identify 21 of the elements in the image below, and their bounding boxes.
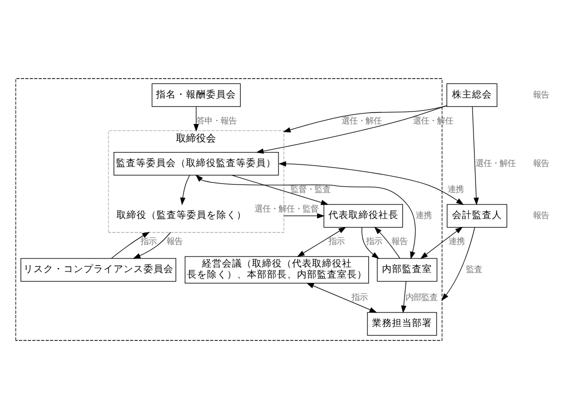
edge-label: 連携 [416,210,432,220]
label: 報告 [533,88,550,99]
edge-label: 監督・監査 [290,183,331,194]
node-text: 取締役（監査等委員を除く） [116,210,247,221]
edge-label: 選任・解任 [341,114,382,125]
edge-label: 報告 [166,236,183,246]
edge-label: 監査 [466,264,482,274]
edge-label: 指示 [140,236,157,246]
edge-label: 選任・解任 [413,114,454,125]
label: 報告 [533,210,550,220]
edge-label: 答申・報告 [196,114,237,125]
edge-label: 連携 [448,236,465,246]
edge-label: 選任・解任 [475,157,516,168]
edge-label: 指示 [366,236,382,246]
edge-label: 連携 [447,183,464,194]
label: 報告 [533,157,550,168]
edge-label: 指示 [351,291,368,302]
edge-label: 選任・解任・監督 [254,203,319,214]
edge-label: 報告 [391,236,408,246]
edge-label: 内部監査 [406,291,438,302]
edge-label: 指示 [328,236,345,246]
